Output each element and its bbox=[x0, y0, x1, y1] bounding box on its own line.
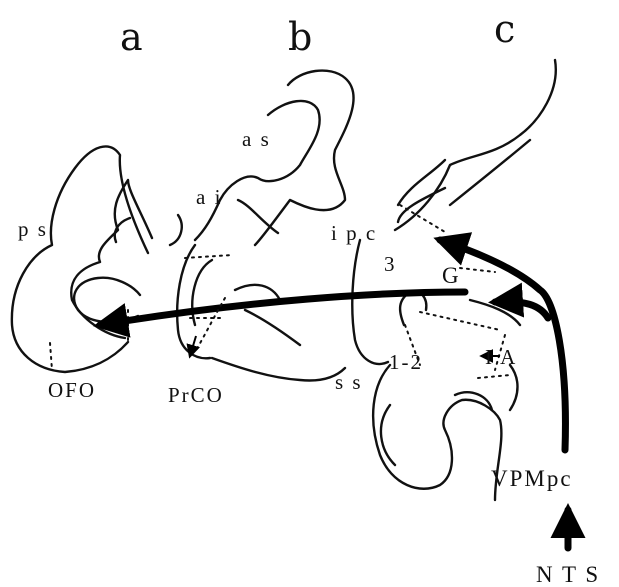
section-b-contours bbox=[170, 71, 354, 381]
label-ia: I A bbox=[485, 345, 517, 369]
label-ss: s s bbox=[335, 370, 363, 394]
ofo-boundary-line bbox=[50, 343, 52, 370]
label-as: a s bbox=[242, 127, 271, 151]
label-prco: PrCO bbox=[168, 383, 224, 407]
g-boundary-line bbox=[420, 312, 500, 330]
label-ipc: i p c bbox=[331, 221, 377, 245]
g-upper-boundary-line bbox=[460, 268, 495, 272]
arrow-to-prco bbox=[190, 336, 196, 356]
arrow-g-to-ofo bbox=[100, 292, 465, 325]
label-3: 3 bbox=[384, 252, 397, 276]
arrow-vpmpc-to-g bbox=[495, 302, 548, 318]
section-a-contours bbox=[12, 146, 152, 372]
label-vpmpc: VPMpc bbox=[491, 466, 573, 491]
label-ps: p s bbox=[18, 217, 48, 241]
label-nts: N T S bbox=[536, 562, 600, 587]
label-ofo: OFO bbox=[48, 378, 96, 402]
panel-letter-a: a bbox=[120, 15, 143, 59]
label-1-2: 1-2 bbox=[389, 350, 423, 374]
label-ai: a i bbox=[196, 185, 222, 209]
panel-letter-b: b bbox=[288, 15, 312, 59]
label-g: G bbox=[442, 263, 461, 288]
ia-boundary-line bbox=[478, 375, 510, 378]
panel-letter-c: c bbox=[494, 7, 515, 51]
prco-boundary-line bbox=[185, 255, 232, 258]
